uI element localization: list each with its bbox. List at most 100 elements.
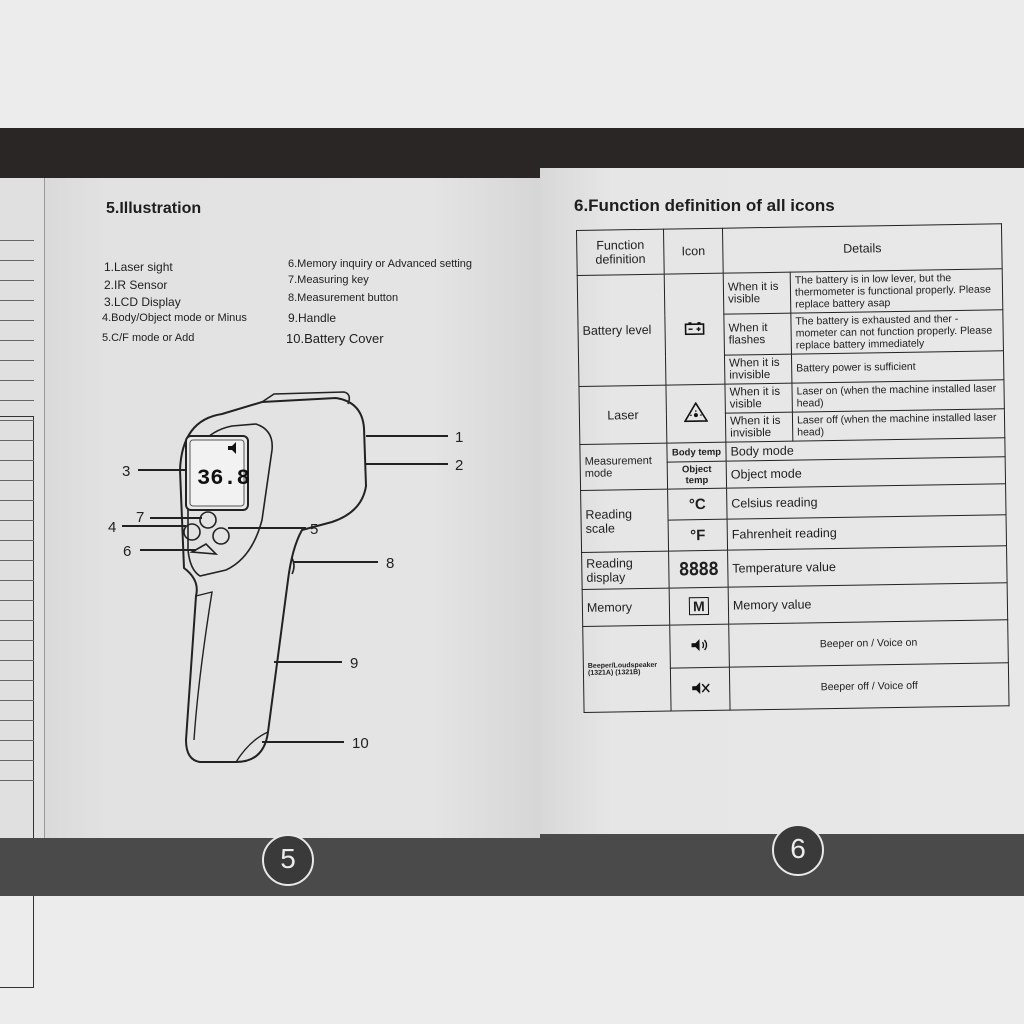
previous-page-table-line bbox=[0, 380, 34, 381]
previous-page-table-line bbox=[0, 480, 34, 481]
legend-item-7: 7.Measuring key bbox=[288, 274, 369, 286]
previous-page-table-line bbox=[0, 760, 34, 761]
previous-page-table-line bbox=[0, 240, 34, 241]
battery-condition-2: When it flashes bbox=[723, 313, 792, 356]
previous-page-table-line bbox=[0, 680, 34, 681]
previous-page-table-line bbox=[0, 320, 34, 321]
battery-function: Battery level bbox=[577, 274, 666, 387]
callout-7: 7 bbox=[136, 509, 144, 526]
scale-detail-2: Fahrenheit reading bbox=[727, 514, 1007, 551]
previous-page-edge bbox=[0, 178, 45, 988]
legend-item-8: 8.Measurement button bbox=[288, 292, 399, 304]
header-icon: Icon bbox=[663, 228, 724, 275]
laser-condition-1: When it is visible bbox=[724, 383, 793, 414]
legend-item-5: 5.C/F mode or Add bbox=[102, 332, 195, 344]
laser-warning-icon bbox=[665, 384, 726, 444]
laser-detail-2: Laser off (when the machine installed la… bbox=[792, 408, 1005, 442]
legend-item-1: 1.Laser sight bbox=[104, 260, 173, 274]
legend-item-9: 9.Handle bbox=[288, 311, 337, 325]
previous-page-table-line bbox=[0, 440, 34, 441]
scale-function: Reading scale bbox=[580, 489, 669, 553]
lcd-reading: 36.8 bbox=[197, 466, 250, 491]
previous-page-table-line bbox=[0, 360, 34, 361]
battery-detail-1: The battery is in low lever, but the the… bbox=[790, 268, 1003, 314]
button-7 bbox=[199, 511, 217, 529]
table-row: Battery level When it is visible The bat… bbox=[577, 268, 1003, 387]
previous-page-table-line bbox=[0, 500, 34, 501]
table-row: Laser When it is visible Laser on (when … bbox=[578, 379, 1005, 445]
laser-condition-2: When it is invisible bbox=[725, 412, 793, 443]
memory-icon: M bbox=[688, 596, 709, 616]
previous-page-table-line bbox=[0, 340, 34, 341]
beeper-detail-1: Beeper on / Voice on bbox=[728, 619, 1009, 668]
memory-detail: Memory value bbox=[728, 582, 1008, 625]
button-4 bbox=[183, 523, 201, 541]
body-temp-icon: Body temp bbox=[666, 442, 727, 463]
previous-page-table-line bbox=[0, 580, 34, 581]
page-number-6: 6 bbox=[772, 824, 824, 876]
scale-detail-1: Celsius reading bbox=[726, 483, 1007, 520]
callout-6: 6 bbox=[123, 543, 131, 560]
laser-function: Laser bbox=[578, 385, 667, 445]
callout-9: 9 bbox=[350, 655, 358, 672]
previous-page-table-line bbox=[0, 540, 34, 541]
speaker-icon bbox=[228, 442, 236, 454]
left-page bbox=[0, 178, 540, 848]
callout-2: 2 bbox=[455, 457, 463, 474]
seven-segment-icon: 8888 bbox=[678, 558, 719, 580]
header-function: Function definition bbox=[576, 229, 665, 276]
battery-icon bbox=[664, 273, 725, 386]
previous-page-table-line bbox=[0, 640, 34, 641]
object-temp-icon: Object temp bbox=[667, 461, 727, 490]
display-detail: Temperature value bbox=[727, 545, 1008, 588]
callout-1: 1 bbox=[455, 429, 463, 446]
callout-10: 10 bbox=[352, 735, 369, 752]
previous-page-table-line bbox=[0, 460, 34, 461]
previous-page-table-line bbox=[0, 600, 34, 601]
thermometer-illustration: 36.8 1 2 3 4 5 6 7 8 9 10 bbox=[108, 391, 463, 763]
speaker-off-icon bbox=[670, 667, 731, 712]
legend-item-10: 10.Battery Cover bbox=[286, 331, 384, 346]
callout-4: 4 bbox=[108, 519, 116, 536]
previous-page-table-line bbox=[0, 660, 34, 661]
legend-item-6: 6.Memory inquiry or Advanced setting bbox=[288, 258, 473, 270]
battery-condition-3: When it is invisible bbox=[724, 354, 792, 385]
previous-page-table-edge bbox=[0, 416, 34, 988]
measurement-trigger bbox=[291, 557, 295, 575]
beeper-function: Beeper/Loudspeaker (1321A) (1321B) bbox=[582, 625, 672, 713]
table-header-row: Function definition Icon Details bbox=[576, 223, 1003, 276]
previous-page-table-line bbox=[0, 260, 34, 261]
fahrenheit-icon: °F bbox=[668, 519, 728, 552]
memory-function: Memory bbox=[582, 588, 670, 627]
legend-item-2: 2.IR Sensor bbox=[104, 278, 168, 292]
button-6 bbox=[189, 543, 219, 555]
table-row: Beeper off / Voice off bbox=[583, 662, 1010, 713]
callout-3: 3 bbox=[122, 463, 130, 480]
display-function: Reading display bbox=[581, 551, 670, 590]
function-definition-heading: 6.Function definition of all icons bbox=[574, 196, 835, 215]
thermometer-outline bbox=[178, 396, 368, 763]
previous-page-table-line bbox=[0, 400, 34, 401]
header-details: Details bbox=[722, 223, 1003, 274]
laser-detail-1: Laser on (when the machine installed las… bbox=[791, 379, 1005, 413]
speaker-on-icon bbox=[669, 624, 730, 669]
right-page bbox=[540, 168, 1024, 844]
table-row: Beeper/Loudspeaker (1321A) (1321B) Beepe… bbox=[582, 619, 1009, 713]
previous-page-table-line bbox=[0, 420, 34, 421]
previous-page-table-line bbox=[0, 740, 34, 741]
battery-detail-2: The battery is exhausted and ther -momet… bbox=[790, 309, 1004, 355]
illustration-heading: 5.Illustration bbox=[106, 200, 202, 217]
beeper-detail-2: Beeper off / Voice off bbox=[729, 662, 1010, 711]
battery-condition-1: When it is visible bbox=[723, 272, 791, 315]
page-number-5: 5 bbox=[262, 834, 314, 886]
previous-page-table-line bbox=[0, 280, 34, 281]
icon-definition-table: Function definition Icon Details Battery… bbox=[576, 223, 1010, 713]
previous-page-table-line bbox=[0, 620, 34, 621]
previous-page-table-line bbox=[0, 700, 34, 701]
previous-page-table-line bbox=[0, 300, 34, 301]
button-5 bbox=[212, 527, 230, 545]
celsius-icon: °C bbox=[667, 488, 728, 521]
callout-8: 8 bbox=[386, 555, 394, 572]
measurement-function: Measurement mode bbox=[579, 443, 668, 491]
previous-page-table-line bbox=[0, 720, 34, 721]
